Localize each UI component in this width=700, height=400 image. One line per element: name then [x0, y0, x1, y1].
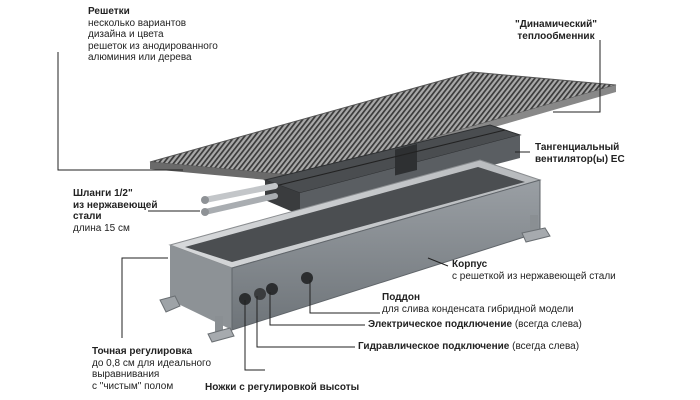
label-hoses-title: из нержавеющей [73, 199, 158, 211]
label-adjust-line: выравнивания [92, 369, 160, 380]
label-hoses: Шланги 1/2" из нержавеющей стали длина 1… [73, 188, 158, 234]
label-hoses-title: Шланги 1/2" [73, 188, 133, 199]
label-hoses-sub: длина 15 см [73, 222, 130, 234]
label-adjust-line: с "чистым" полом [92, 380, 174, 392]
label-feet: Ножки с регулировкой высоты [205, 382, 359, 394]
label-hoses-title: стали [73, 211, 102, 222]
label-grilles-line: несколько вариантов [88, 17, 187, 29]
leader-feet [244, 300, 265, 371]
label-electric: Электрическое подключение (всегда слева) [368, 319, 582, 331]
hoses-illustration [201, 183, 278, 216]
label-adjust-title: Точная регулировка [92, 346, 193, 357]
leader-tray [309, 280, 380, 314]
label-grilles: Решетки несколько вариантов дизайна и цв… [88, 6, 218, 64]
leader-body [427, 257, 449, 267]
label-grilles-title: Решетки [88, 6, 130, 17]
label-exchanger: "Динамический" теплообменник [515, 19, 597, 42]
label-fan-line: Тангенциальный [535, 142, 620, 153]
label-body-sub: с решеткой из нержавеющей стали [452, 270, 616, 282]
label-feet-title: Ножки с регулировкой высоты [205, 382, 360, 393]
label-hydraulic-note: (всегда слева) [512, 341, 580, 352]
label-grilles-line: дизайна и цвета [88, 29, 164, 40]
label-fan: Тангенциальный вентилятор(ы) EC [535, 142, 625, 165]
label-hydraulic: Гидравлическое подключение (всегда слева… [358, 341, 579, 353]
housing-illustration [168, 159, 542, 331]
label-tray-title: Поддон [382, 292, 421, 303]
label-body-title: Корпус [452, 259, 488, 270]
leader-grilles [57, 52, 183, 171]
label-exchanger-line: теплообменник [517, 30, 595, 42]
label-grilles-line: алюминия или дерева [88, 52, 192, 63]
label-grilles-line: решеток из анодированного [88, 40, 218, 52]
label-tray: Поддон для слива конденсата гибридной мо… [382, 292, 574, 315]
label-tray-sub: для слива конденсата гибридной модели [382, 303, 574, 315]
leader-adjust [121, 257, 168, 338]
leader-hydraulic [256, 296, 355, 348]
leader-exchanger [553, 40, 601, 113]
feet-illustration [159, 215, 551, 343]
label-electric-note: (всегда слева) [514, 319, 582, 330]
label-electric-title: Электрическое подключение [368, 319, 513, 330]
leader-lines [57, 40, 601, 371]
label-exchanger-line: "Динамический" [515, 19, 597, 30]
label-adjust: Точная регулировка до 0,8 см для идеальн… [92, 346, 211, 392]
label-adjust-line: до 0,8 см для идеального [92, 357, 212, 369]
label-hydraulic-title: Гидравлическое подключение [358, 341, 510, 352]
label-fan-line: вентилятор(ы) EC [535, 153, 625, 165]
label-body: Корпус с решеткой из нержавеющей стали [452, 259, 616, 282]
leader-electric [269, 292, 365, 326]
